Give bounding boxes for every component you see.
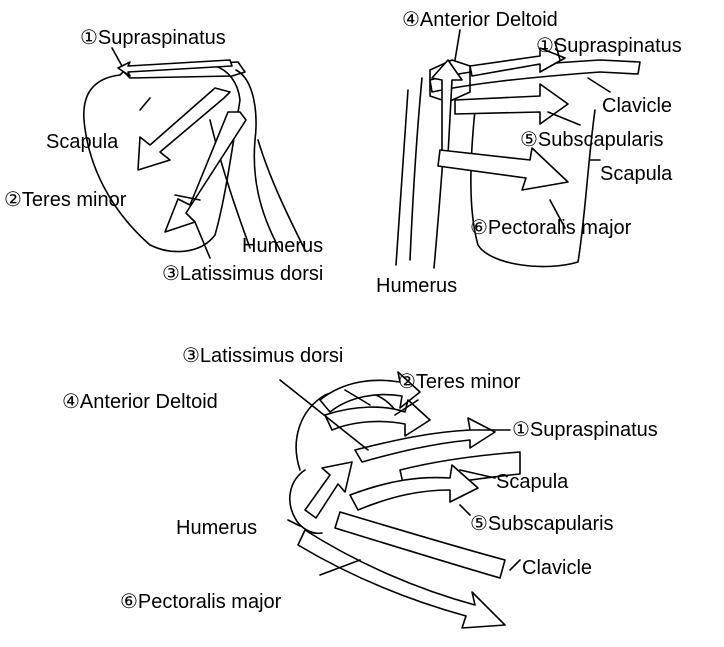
label-superior-anterior-deltoid: ④Anterior Deltoid (62, 391, 218, 413)
label-superior-clavicle: Clavicle (522, 557, 592, 579)
label-humerus: Humerus (242, 235, 323, 257)
label-anterior-scapula: Scapula (600, 163, 673, 185)
pectoralis-major-arrow (438, 148, 568, 190)
subscapularis-arrow (455, 84, 568, 124)
supraspinatus-arrow (118, 60, 232, 76)
label-anterior-supraspinatus: ①Supraspinatus (536, 35, 682, 57)
superior-pectoralis-major-arrow (298, 530, 505, 628)
label-scapula: Scapula (46, 131, 119, 153)
anterior-view-panel: ④Anterior Deltoid ①Supraspinatus Clavicl… (376, 9, 682, 297)
label-superior-latissimus-dorsi: ③Latissimus dorsi (182, 345, 343, 367)
label-supraspinatus: ①Supraspinatus (80, 27, 226, 49)
label-clavicle: Clavicle (602, 95, 672, 117)
superior-anterior-deltoid-arrow (305, 462, 352, 518)
label-latissimus-dorsi: ③Latissimus dorsi (162, 263, 323, 285)
superior-view-panel: ③Latissimus dorsi ②Teres minor ④Anterior… (62, 345, 658, 628)
label-anterior-humerus: Humerus (376, 275, 457, 297)
label-superior-teres-minor: ②Teres minor (398, 371, 521, 393)
posterior-view-panel: ①Supraspinatus Scapula ②Teres minor Hume… (4, 27, 323, 285)
superior-subscapularis-arrow (350, 465, 478, 510)
label-pectoralis-major: ⑥Pectoralis major (470, 217, 632, 239)
label-superior-pectoralis-major: ⑥Pectoralis major (120, 591, 282, 613)
superior-supraspinatus-arrow (355, 418, 495, 462)
label-subscapularis: ⑤Subscapularis (520, 129, 664, 151)
label-superior-supraspinatus: ①Supraspinatus (512, 419, 658, 441)
anterior-humerus-outline (396, 78, 448, 268)
label-anterior-deltoid: ④Anterior Deltoid (402, 9, 558, 31)
label-teres-minor: ②Teres minor (4, 189, 127, 211)
label-superior-scapula: Scapula (496, 471, 569, 493)
label-superior-humerus: Humerus (176, 517, 257, 539)
label-superior-subscapularis: ⑤Subscapularis (470, 513, 614, 535)
